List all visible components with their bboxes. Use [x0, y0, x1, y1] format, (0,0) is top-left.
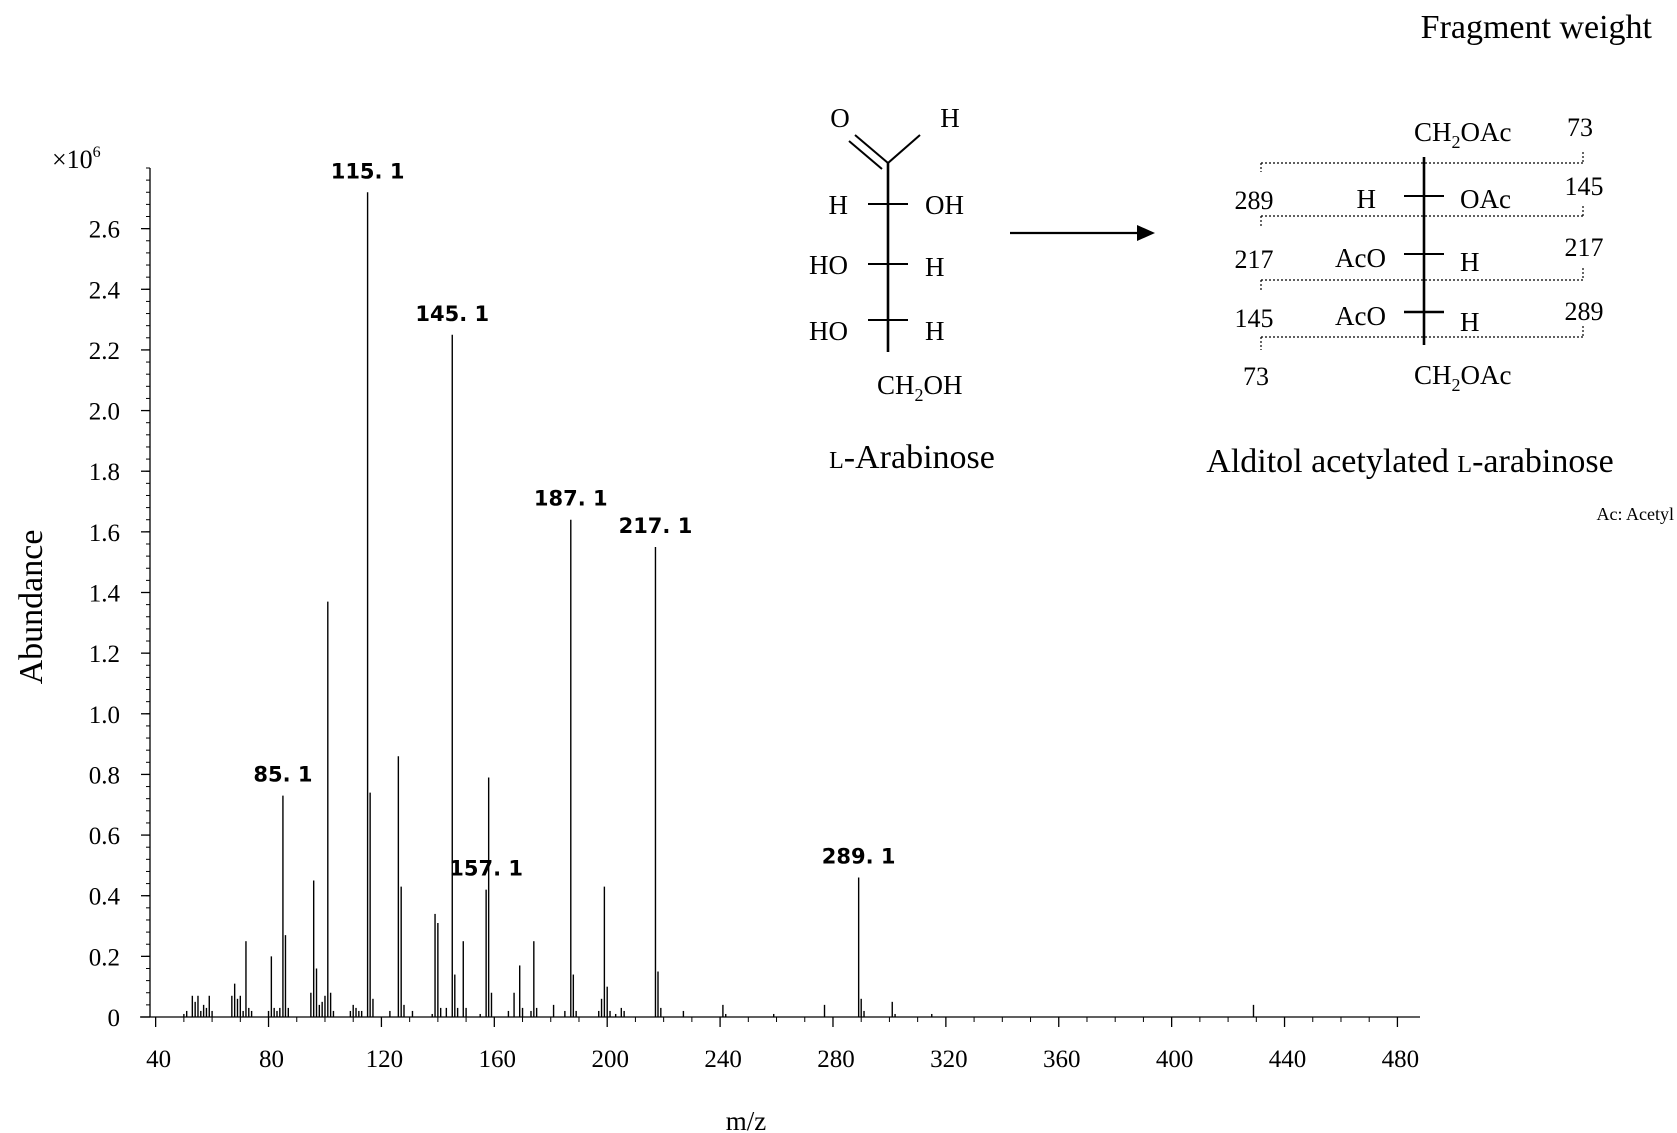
reaction-arrow — [1010, 225, 1155, 241]
y-tick-label: 0.4 — [89, 884, 121, 911]
left-weight-289: 289 — [1235, 186, 1274, 215]
x-tick-label: 40 — [146, 1046, 171, 1073]
y-tick-label: 2.6 — [89, 217, 120, 244]
y-axis-title: Abundance — [13, 530, 50, 685]
x-axis-title: m/z — [726, 1106, 767, 1133]
peak-label: 157. 1 — [449, 857, 523, 881]
x-axis-ticks: 40 80 120 160 200 240 280 320 360 400 440 480 — [146, 1017, 1419, 1073]
aldehyde-double-bond-1 — [854, 134, 889, 164]
aldehyde-double-bond-2 — [848, 140, 883, 170]
x-tick-label: 200 — [591, 1046, 629, 1073]
row2-right: H — [925, 252, 945, 282]
peak-label: 187. 1 — [534, 487, 608, 511]
alditol-row3-right: H — [1460, 307, 1480, 337]
peak-label: 217. 1 — [619, 514, 693, 538]
x-tick-label: 440 — [1269, 1046, 1307, 1073]
y-tick-label: 2.0 — [89, 399, 120, 426]
alditol-row1-right: OAc — [1460, 184, 1511, 214]
x-tick-label: 280 — [817, 1046, 855, 1073]
x-tick-label: 160 — [479, 1046, 517, 1073]
x-tick-label: 120 — [366, 1046, 404, 1073]
y-tick-label: 1.8 — [89, 459, 120, 486]
y-tick-label: 0.2 — [89, 944, 120, 971]
x-tick-label: 320 — [930, 1046, 968, 1073]
alditol-row3-left: AcO — [1335, 301, 1386, 331]
y-multiplier: ×106 — [52, 144, 101, 174]
alditol-bottom-ch2oac: CH2OAc — [1414, 360, 1512, 395]
x-tick-label: 480 — [1382, 1046, 1420, 1073]
spectrum-peaks — [183, 192, 1255, 1017]
peak-label: 115. 1 — [331, 159, 405, 183]
row3-right: H — [925, 316, 945, 346]
y-tick-label: 0 — [108, 1005, 121, 1032]
right-weight-145: 145 — [1565, 172, 1604, 201]
alditol-top-ch2oac: CH2OAc — [1414, 117, 1512, 152]
peak-labels: 85. 1 115. 1 145. 1 157. 1 187. 1 217. 1 289. … — [253, 159, 895, 880]
y-tick-label: 2.4 — [89, 277, 121, 304]
acetyl-note: Ac: Acetyl — [1597, 504, 1674, 524]
right-weight-73: 73 — [1567, 113, 1593, 142]
y-tick-label: 1.6 — [89, 520, 120, 547]
y-tick-label: 1.4 — [89, 581, 121, 608]
x-tick-label: 80 — [259, 1046, 284, 1073]
aldehyde-h-bond — [887, 134, 921, 164]
aldehyde-h-label: H — [940, 103, 960, 133]
fragmentation-lines — [1260, 152, 1584, 350]
left-weight-217: 217 — [1235, 245, 1274, 274]
y-tick-label: 1.2 — [89, 641, 120, 668]
l-arabinose-structure: O H H OH HO H HO H CH2OH L-Arabinose — [809, 103, 995, 476]
y-tick-label: 1.0 — [89, 702, 120, 729]
y-tick-label: 0.8 — [89, 762, 120, 789]
left-weight-73: 73 — [1243, 362, 1269, 391]
mass-spectrum-chart: 0 0.2 0.4 0.6 0.8 1.0 1.2 1.4 1.6 1.8 2.0 2.2 2.4 2.6… — [13, 144, 1420, 1133]
y-axis-ticks: 0 0.2 0.4 0.6 0.8 1.0 1.2 1.4 1.6 1.8 2.0 2.2 2.4 2.6 — [89, 217, 150, 1032]
alditol-row1-left: H — [1357, 184, 1377, 214]
left-weight-145: 145 — [1235, 304, 1274, 333]
peak-label: 289. 1 — [822, 845, 896, 869]
peak-label: 145. 1 — [415, 302, 489, 326]
x-tick-label: 400 — [1156, 1046, 1194, 1073]
y-tick-label: 2.2 — [89, 338, 120, 365]
row1-right: OH — [925, 190, 964, 220]
right-weight-217: 217 — [1565, 233, 1604, 262]
right-weight-289: 289 — [1565, 297, 1604, 326]
fragment-weight-label: Fragment weight — [1421, 9, 1653, 46]
row2-left: HO — [809, 250, 848, 280]
alditol-row2-right: H — [1460, 247, 1480, 277]
row1-left: H — [829, 190, 849, 220]
ch2oh-label: CH2OH — [877, 370, 963, 405]
aldehyde-o-label: O — [830, 103, 850, 133]
row3-left: HO — [809, 316, 848, 346]
alditol-name: Alditol acetylated L-arabinose — [1206, 443, 1613, 480]
alditol-row2-left: AcO — [1335, 243, 1386, 273]
x-tick-label: 360 — [1043, 1046, 1081, 1073]
y-tick-label: 0.6 — [89, 823, 120, 850]
x-minor-ticks — [183, 1017, 1370, 1022]
alditol-acetate-structure: CH2OAc CH2OAc H OAc AcO H AcO H 289 217 … — [1206, 113, 1674, 524]
peak-label: 85. 1 — [253, 763, 312, 787]
l-arabinose-name: L-Arabinose — [829, 439, 995, 476]
x-tick-label: 240 — [704, 1046, 742, 1073]
